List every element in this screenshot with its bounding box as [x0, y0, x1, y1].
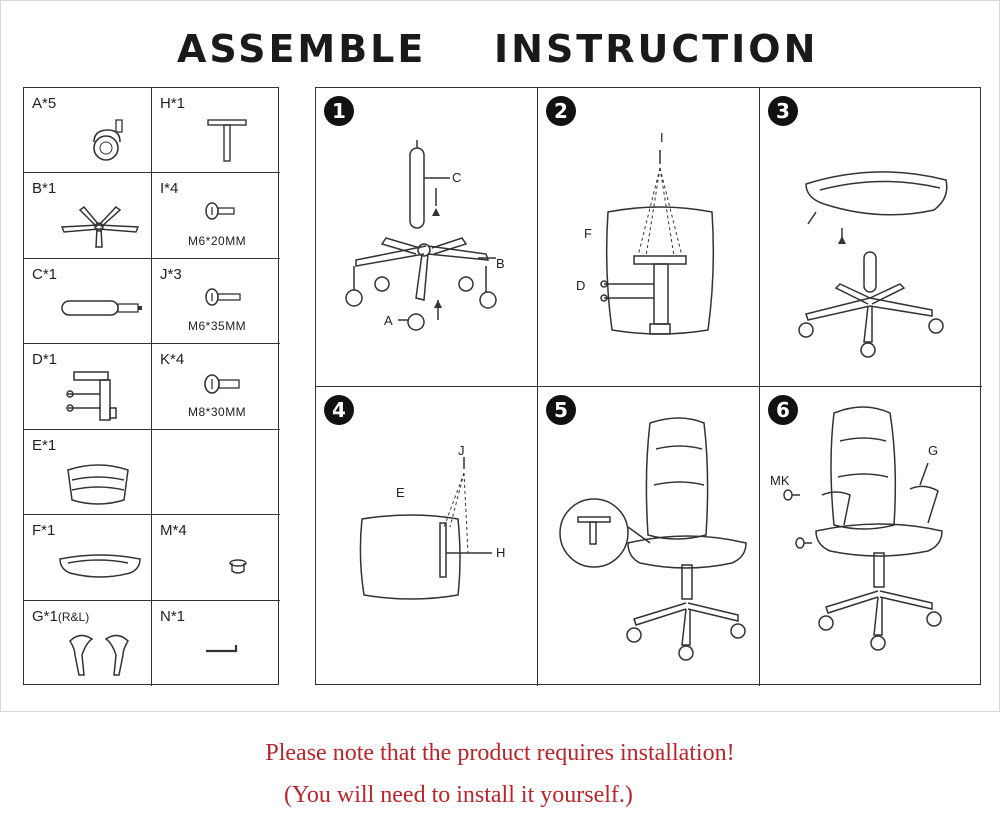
page-title: ASSEMBLE INSTRUCTION — [1, 27, 1000, 73]
bolt-icon — [205, 202, 235, 221]
callout-c: C — [452, 170, 462, 185]
t-bracket-icon — [207, 119, 247, 162]
seat-icon — [59, 554, 141, 578]
step-5: 5 — [538, 387, 760, 686]
part-label: H*1 — [160, 95, 186, 112]
part-label: C*1 — [32, 265, 58, 283]
step-3: 3 — [760, 88, 982, 387]
step-1: 1 — [316, 88, 538, 387]
part-label: N*1 — [160, 607, 186, 625]
step-6: 6 MK — [760, 387, 982, 686]
part-f: F*1 — [24, 515, 152, 601]
part-label: A*5 — [32, 95, 57, 112]
step-3-diagram — [798, 171, 948, 358]
step-2-diagram — [600, 150, 715, 335]
part-spec: M6*35MM — [188, 319, 247, 334]
backrest-icon — [67, 463, 129, 505]
part-g: G*1(R&L) — [24, 600, 152, 686]
cap-icon — [229, 559, 247, 574]
part-label: G*1(R&L) — [32, 607, 90, 625]
step-number: 3 — [768, 96, 798, 126]
callout-h: H — [496, 545, 506, 560]
part-label: J*3 — [160, 265, 182, 283]
part-m: M*4 — [152, 515, 280, 601]
part-label: I*4 — [160, 180, 179, 198]
part-e: E*1 — [24, 429, 152, 516]
bolt-icon — [205, 288, 241, 306]
gas-lift-icon — [61, 300, 142, 316]
armrest-icon — [69, 634, 129, 676]
star-base-icon — [60, 206, 140, 249]
callout-e: E — [396, 485, 405, 500]
part-label: F*1 — [32, 522, 56, 540]
part-label: D*1 — [32, 351, 58, 369]
callout-i: I — [660, 130, 664, 145]
part-h: H*1 — [152, 88, 280, 174]
step-1-diagram — [345, 140, 497, 331]
allen-key-icon — [206, 644, 238, 652]
parts-table: A*5 H*1 B*1 — [23, 87, 280, 686]
part-label: K*4 — [160, 351, 185, 369]
part-b: B*1 — [24, 173, 152, 259]
instruction-sheet: ASSEMBLE INSTRUCTION A*5 H*1 B*1 — [0, 0, 1000, 712]
step-6-diagram — [783, 406, 943, 651]
callout-d: D — [576, 278, 586, 293]
step-number: 6 — [768, 395, 798, 425]
steps-grid: 1 — [315, 87, 982, 686]
step-number: 5 — [546, 395, 576, 425]
part-spec: M6*20MM — [188, 233, 247, 248]
part-k: K*4 M8*30MM — [152, 344, 280, 430]
part-c: C*1 — [24, 258, 152, 345]
part-j: J*3 M6*35MM — [152, 259, 280, 345]
part-label: E*1 — [32, 436, 57, 454]
caster-wheel-icon — [93, 119, 123, 161]
part-spec: M8*30MM — [188, 404, 247, 419]
callout-f: F — [584, 226, 592, 241]
part-i: I*4 M6*20MM — [152, 173, 280, 259]
step-number: 2 — [546, 96, 576, 126]
bolt-icon — [204, 374, 240, 395]
part-label: B*1 — [32, 180, 57, 198]
step-number: 4 — [324, 395, 354, 425]
callout-j: J — [458, 443, 465, 458]
mechanism-icon — [66, 371, 117, 422]
step-4: 4 J E H — [316, 387, 538, 686]
installation-note: Please note that the product requires in… — [265, 740, 735, 766]
callout-g: G — [928, 443, 939, 458]
callout-mk: MK — [770, 473, 790, 488]
part-d: D*1 — [24, 344, 152, 430]
title-word-1: ASSEMBLE — [177, 27, 427, 71]
part-empty — [152, 430, 280, 516]
part-n: N*1 — [152, 601, 280, 686]
step-4-diagram — [359, 457, 492, 600]
part-label: M*4 — [160, 522, 187, 540]
callout-b: B — [496, 256, 505, 271]
part-a: A*5 — [24, 88, 152, 174]
step-2: 2 I F D — [538, 88, 760, 387]
step-5-diagram — [559, 417, 747, 661]
title-word-2: INSTRUCTION — [494, 27, 819, 71]
callout-a: A — [384, 313, 393, 328]
step-number: 1 — [324, 96, 354, 126]
